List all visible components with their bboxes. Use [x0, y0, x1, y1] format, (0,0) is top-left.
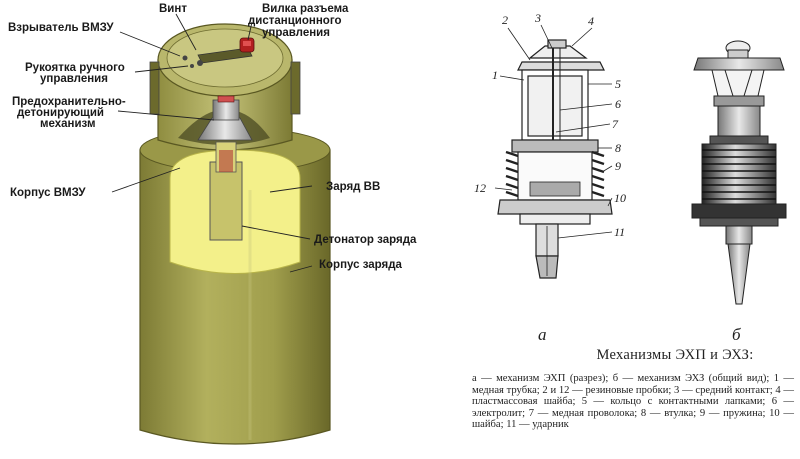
num-2: 2 [502, 13, 508, 27]
num-7: 7 [612, 117, 619, 131]
num-12: 12 [474, 181, 486, 195]
sublabel-b: б [732, 325, 741, 344]
leader-lines-left [111, 13, 313, 273]
num-3: 3 [534, 11, 541, 25]
label-vmzu-body: Корпус ВМЗУ [10, 187, 86, 199]
screw-icon [182, 55, 188, 61]
num-4: 4 [588, 14, 594, 28]
label-safety-mechanism: Предохранительно- детонирующий механизм [12, 96, 129, 130]
mine-illustration [139, 23, 331, 445]
label-detonator: Детонатор заряда [314, 234, 417, 246]
num-8: 8 [615, 141, 621, 155]
safety-mechanism [197, 117, 253, 141]
label-remote-connector: Вилка разъема дистанционного управления [248, 3, 352, 39]
num-5: 5 [615, 77, 621, 91]
num-6: 6 [615, 97, 621, 111]
figure-a-mechanism [497, 39, 613, 279]
left-labels: Винт Вилка разъема дистанционного управл… [8, 3, 417, 271]
figure-b-mechanism [691, 40, 787, 305]
num-10: 10 [614, 191, 626, 205]
label-screw: Винт [159, 3, 187, 15]
leader-lines-figure-a [494, 24, 613, 239]
clamp-right [290, 61, 301, 115]
num-9: 9 [615, 159, 621, 173]
label-charge-body: Корпус заряда [319, 259, 403, 271]
caption-legend: а — механизм ЭХП (разрез); б — механизм … [472, 373, 794, 431]
label-explosive-charge: Заряд ВВ [326, 181, 380, 193]
detonator [209, 161, 243, 241]
num-1: 1 [492, 68, 498, 82]
num-11: 11 [614, 225, 625, 239]
label-fuze-vmzu: Взрыватель ВМЗУ [8, 22, 114, 34]
caption-title: Механизмы ЭХП и ЭХЗ: [596, 347, 754, 363]
label-manual-handle: Рукоятка ручного управления [25, 62, 128, 85]
figure-a-numbers: 2 3 4 1 5 6 7 8 9 12 10 11 [474, 11, 626, 239]
sublabel-a: а [538, 325, 547, 344]
